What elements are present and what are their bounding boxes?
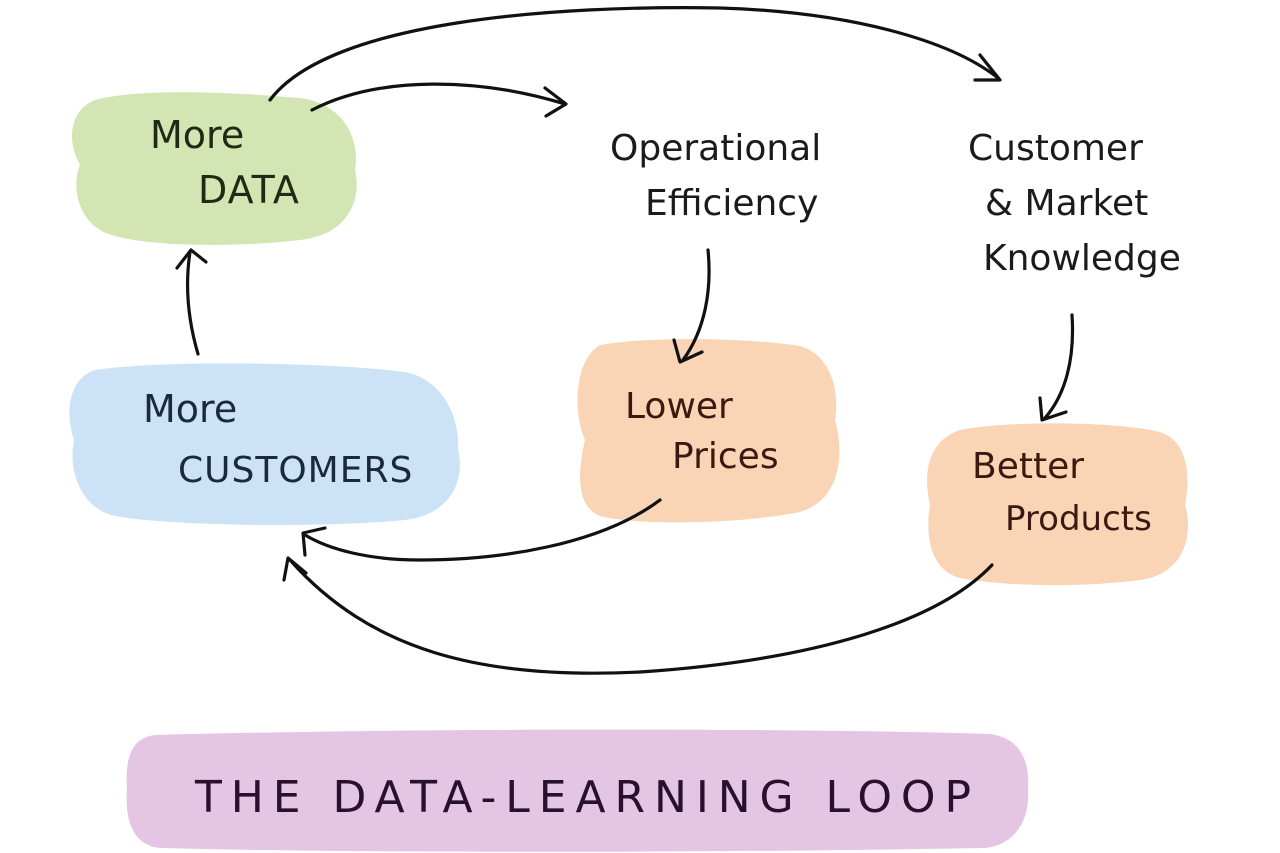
- node-operational-efficiency: Operational Efficiency: [610, 128, 821, 224]
- customer-market-knowledge-line2: & Market: [985, 183, 1148, 224]
- customer-market-knowledge-line1: Customer: [968, 128, 1143, 169]
- arrowhead-customers-to-data: [175, 248, 208, 270]
- arrow-products-to-customers: [288, 558, 994, 675]
- arrowhead-products-to-customers: [282, 556, 308, 582]
- arrowhead-efficiency-to-prices: [672, 338, 704, 364]
- more-data-blob: [72, 92, 357, 245]
- arrowhead-data-to-knowledge: [973, 53, 1002, 82]
- arrow-data-to-efficiency: [310, 82, 567, 112]
- title-banner: THE DATA-LEARNING LOOP: [126, 729, 1029, 852]
- more-data-line2: DATA: [198, 168, 300, 212]
- better-products-line1: Better: [972, 446, 1084, 487]
- more-customers-blob: [69, 363, 460, 525]
- node-lower-prices: Lower Prices: [577, 339, 840, 523]
- arrow-prices-to-customers: [303, 498, 662, 562]
- arrow-customers-to-data: [186, 250, 200, 356]
- arrow-data-to-knowledge: [268, 6, 1000, 102]
- arrowhead-data-to-efficiency: [543, 86, 568, 118]
- better-products-line2: Products: [1005, 499, 1152, 539]
- lower-prices-line1: Lower: [625, 386, 733, 427]
- customer-market-knowledge-line3: Knowledge: [983, 238, 1181, 279]
- operational-efficiency-line2: Efficiency: [645, 183, 818, 224]
- diagram-title: THE DATA-LEARNING LOOP: [194, 772, 975, 823]
- node-more-customers: More CUSTOMERS: [69, 363, 460, 525]
- operational-efficiency-line1: Operational: [610, 128, 821, 169]
- better-products-blob: [927, 423, 1188, 586]
- more-customers-line1: More: [143, 387, 237, 431]
- lower-prices-blob: [577, 339, 840, 523]
- node-better-products: Better Products: [927, 423, 1188, 586]
- lower-prices-line2: Prices: [672, 436, 779, 477]
- edges: [175, 6, 1075, 675]
- title-banner-shape: [126, 729, 1029, 852]
- arrow-efficiency-to-prices: [681, 248, 711, 362]
- more-data-line1: More: [150, 113, 244, 157]
- node-more-data: More DATA: [72, 92, 357, 245]
- arrow-knowledge-to-products: [1043, 313, 1075, 420]
- more-customers-line2: CUSTOMERS: [178, 450, 413, 491]
- arrowhead-prices-to-customers: [301, 526, 327, 557]
- arrowhead-knowledge-to-products: [1038, 396, 1068, 422]
- node-customer-market-knowledge: Customer & Market Knowledge: [968, 128, 1181, 279]
